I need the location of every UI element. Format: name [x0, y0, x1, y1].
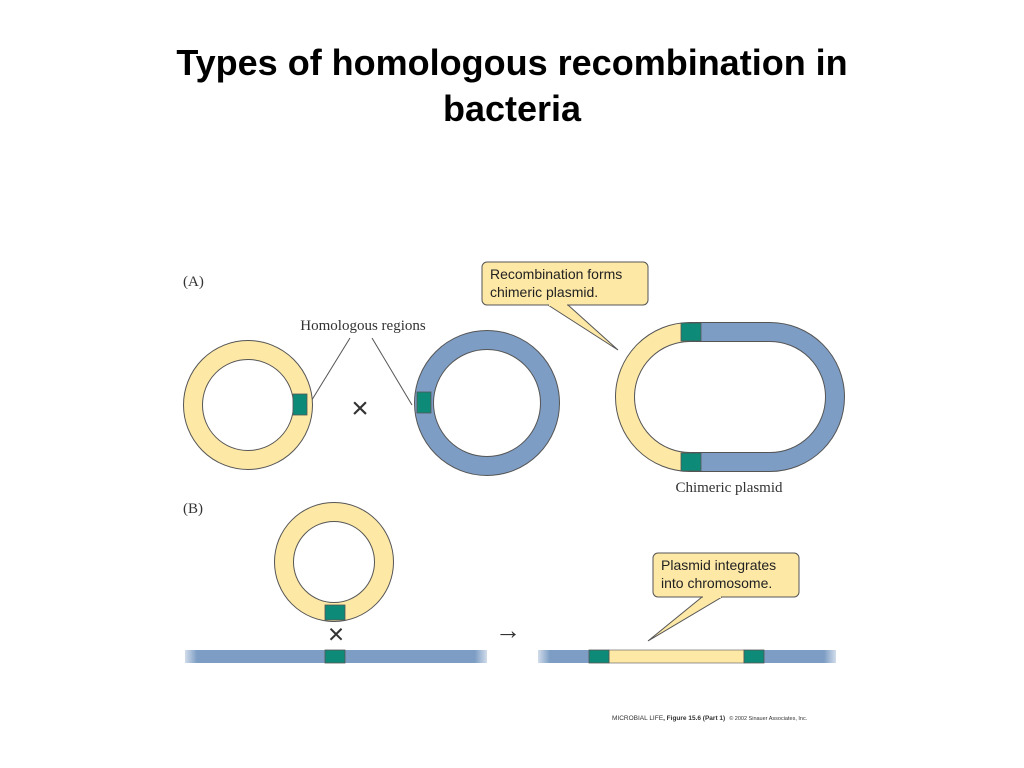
- chimeric-plasmid-label: Chimeric plasmid: [675, 480, 783, 496]
- callout-integration: Plasmid integrates into chromosome.: [647, 552, 800, 642]
- callout-integration-line-1: Plasmid integrates: [661, 557, 776, 573]
- credit-figure: , Figure 15.6 (Part 1): [663, 715, 725, 722]
- homologous-pointer-right: [371, 337, 413, 406]
- yellow-plasmid-a: [183, 340, 313, 470]
- homologous-regions-label: Homologous regions: [300, 318, 426, 334]
- cross-symbol-b: ×: [328, 618, 344, 649]
- callout-recombination: Recombination forms chimeric plasmid.: [481, 261, 649, 351]
- chromosome-before: [185, 649, 487, 664]
- homologous-region-chimeric-top: [680, 322, 702, 342]
- chromosome-after: [538, 649, 836, 664]
- homologous-pointer-left: [309, 337, 351, 404]
- homologous-region-after-left: [588, 649, 610, 664]
- figure-credit: MICROBIAL LIFE, Figure 15.6 (Part 1) © 20…: [612, 715, 808, 722]
- integrated-plasmid-segment: [608, 649, 745, 664]
- cross-symbol-a: ×: [351, 392, 369, 425]
- homologous-region-blue-a: [416, 391, 432, 414]
- slide-title: Types of homologous recombination in bac…: [0, 40, 1024, 132]
- chimeric-plasmid: [615, 322, 845, 472]
- integration-arrow: →: [495, 615, 521, 645]
- homologous-region-chromosome-before: [324, 649, 346, 664]
- callout-integration-line-2: into chromosome.: [661, 575, 772, 591]
- slide-title-line-2: bacteria: [442, 88, 582, 129]
- callout-recombination-line-1: Recombination forms: [490, 266, 622, 282]
- homologous-region-after-right: [743, 649, 765, 664]
- panel-a-label: (A): [183, 274, 204, 290]
- callout-recombination-line-2: chimeric plasmid.: [490, 284, 598, 300]
- slide-title-line-1: Types of homologous recombination in: [176, 42, 848, 83]
- homologous-region-yellow-a: [292, 393, 308, 416]
- credit-book: MICROBIAL LIFE: [612, 715, 664, 722]
- yellow-plasmid-b: [274, 502, 394, 622]
- homologous-region-chimeric-bottom: [680, 452, 702, 472]
- homologous-region-yellow-b: [324, 604, 346, 621]
- blue-plasmid-a: [414, 330, 560, 476]
- credit-copyright: © 2002 Sinauer Associates, Inc.: [729, 715, 808, 722]
- panel-b-label: (B): [183, 501, 203, 517]
